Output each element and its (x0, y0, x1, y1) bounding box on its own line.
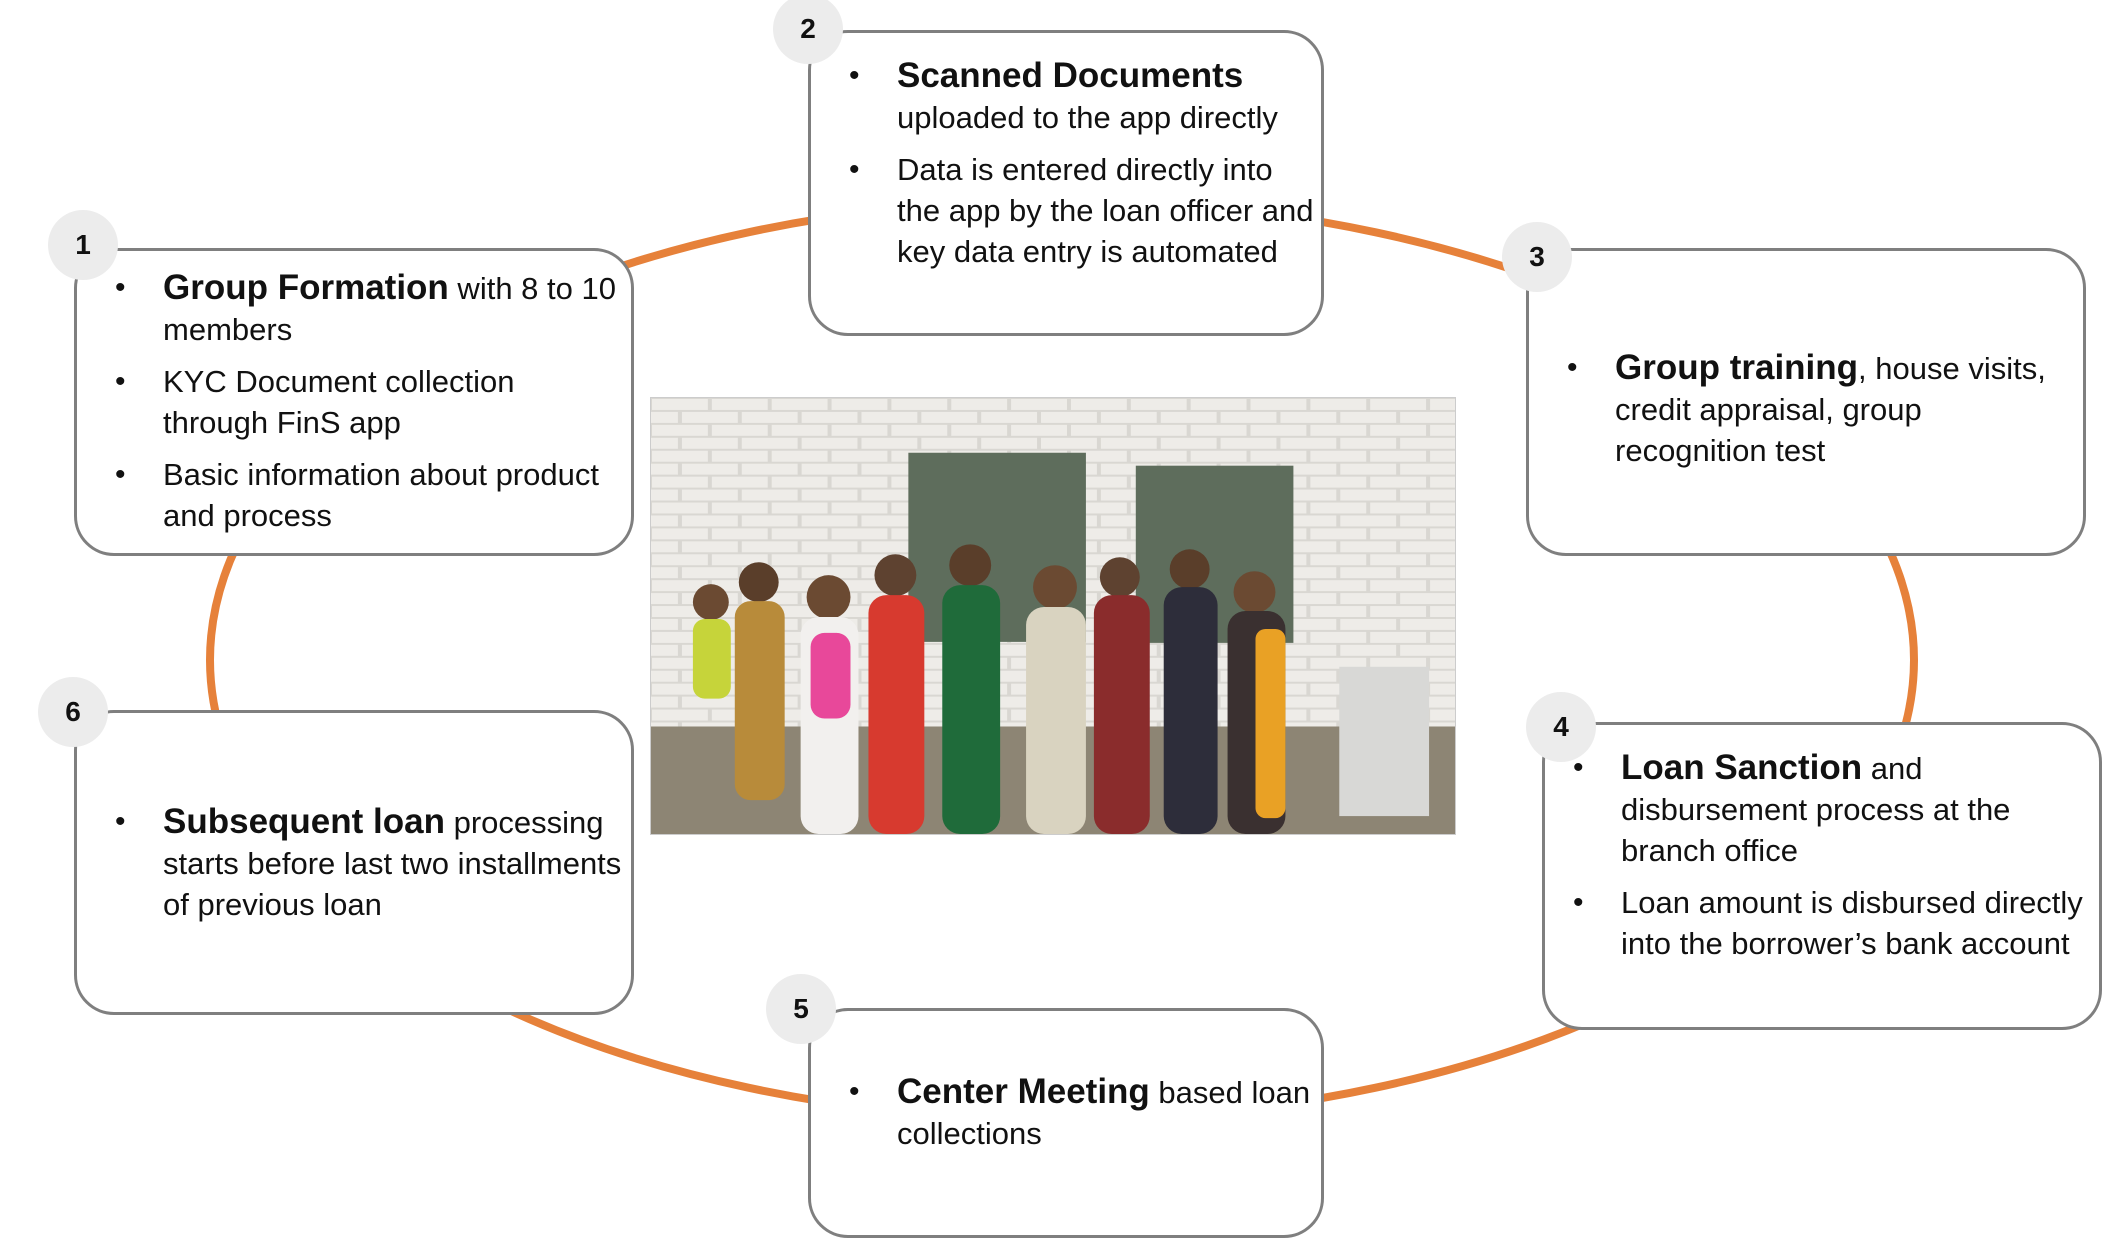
step-1-badge: 1 (48, 210, 118, 280)
step-3-items: Group training, house visits, credit app… (1547, 347, 2077, 482)
step-2-items: Scanned Documents uploaded to the app di… (829, 55, 1315, 283)
step-5-badge: 5 (766, 974, 836, 1044)
step-2-item-2: Data is entered directly into the app by… (829, 149, 1315, 272)
step-3-badge: 3 (1502, 222, 1572, 292)
step-2-box: Scanned Documents uploaded to the app di… (808, 30, 1324, 336)
step-6-items: Subsequent loan processing starts before… (95, 801, 625, 936)
step-1-item-2: KYC Document collection through FinS app (95, 361, 625, 443)
step-1-item-3: Basic information about product and proc… (95, 454, 625, 536)
step-3-item-1: Group training, house visits, credit app… (1547, 347, 2077, 471)
step-5-item-1: Center Meeting based loan collections (829, 1071, 1315, 1154)
step-6-item-1: Subsequent loan processing starts before… (95, 801, 625, 925)
step-2-badge: 2 (773, 0, 843, 64)
step-4-box: Loan Sanction and disbursement process a… (1542, 722, 2102, 1030)
step-4-badge: 4 (1526, 692, 1596, 762)
step-4-items: Loan Sanction and disbursement process a… (1553, 747, 2093, 975)
step-6-badge: 6 (38, 677, 108, 747)
step-1-item-1: Group Formation with 8 to 10 members (95, 267, 625, 350)
step-1-box: Group Formation with 8 to 10 members KYC… (74, 248, 634, 556)
step-3-box: Group training, house visits, credit app… (1526, 248, 2086, 556)
group-photo (650, 397, 1456, 835)
step-1-items: Group Formation with 8 to 10 members KYC… (95, 267, 625, 547)
step-6-box: Subsequent loan processing starts before… (74, 710, 634, 1015)
step-4-item-1: Loan Sanction and disbursement process a… (1553, 747, 2093, 871)
step-4-item-2: Loan amount is disbursed directly into t… (1553, 882, 2093, 964)
step-2-item-1: Scanned Documents uploaded to the app di… (829, 55, 1315, 138)
step-5-box: Center Meeting based loan collections (808, 1008, 1324, 1238)
process-cycle-diagram: Group Formation with 8 to 10 members KYC… (0, 0, 2124, 1205)
step-5-items: Center Meeting based loan collections (829, 1071, 1315, 1165)
